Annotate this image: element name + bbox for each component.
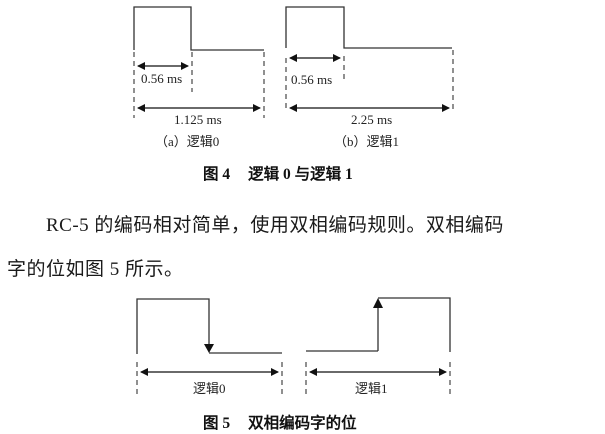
figure4-caption-title: 逻辑 0 与逻辑 1 (248, 166, 353, 183)
fig4b-pulse-width-label: 0.56 ms (291, 72, 333, 87)
fig4b-subcaption: （b）逻辑1 (334, 134, 400, 149)
fig4a-waveform (133, 6, 264, 51)
paragraph-line-1: RC-5 的编码相对简单，使用双相编码规则。双相编码 (46, 215, 504, 236)
fig5-logic1-label: 逻辑1 (355, 381, 388, 396)
fig4a-pulse-width-label: 0.56 ms (141, 71, 183, 86)
figure5-caption-title: 双相编码字的位 (248, 415, 357, 432)
fig4a-subcaption: （a）逻辑0 (155, 134, 220, 149)
fig5-rising-edge-arrow-icon (373, 298, 383, 308)
figure5-caption-number: 图 5 (203, 415, 231, 432)
fig5-dashed-guides (136, 362, 451, 396)
fig4b-waveform (285, 6, 452, 49)
fig4b-period-label: 2.25 ms (351, 112, 393, 127)
fig5-logic1-waveform (306, 297, 451, 352)
fig4b-dashed-guides (285, 50, 454, 112)
fig5-falling-edge-arrow-icon (204, 344, 214, 353)
paragraph-line-2: 字的位如图 5 所示。 (7, 259, 184, 280)
fig4b-dimension-arrows (289, 54, 450, 112)
figure5-caption: 图 5 双相编码字的位 (203, 411, 357, 433)
figure4-caption-number: 图 4 (203, 166, 231, 183)
fig5-logic0-label: 逻辑0 (193, 381, 226, 396)
figure4-caption: 图 4 逻辑 0 与逻辑 1 (203, 162, 353, 184)
fig5-logic0-waveform (136, 298, 282, 354)
fig4a-dimension-arrows (137, 62, 261, 112)
fig4a-dashed-guides (133, 52, 265, 118)
fig4a-period-label: 1.125 ms (174, 112, 222, 127)
